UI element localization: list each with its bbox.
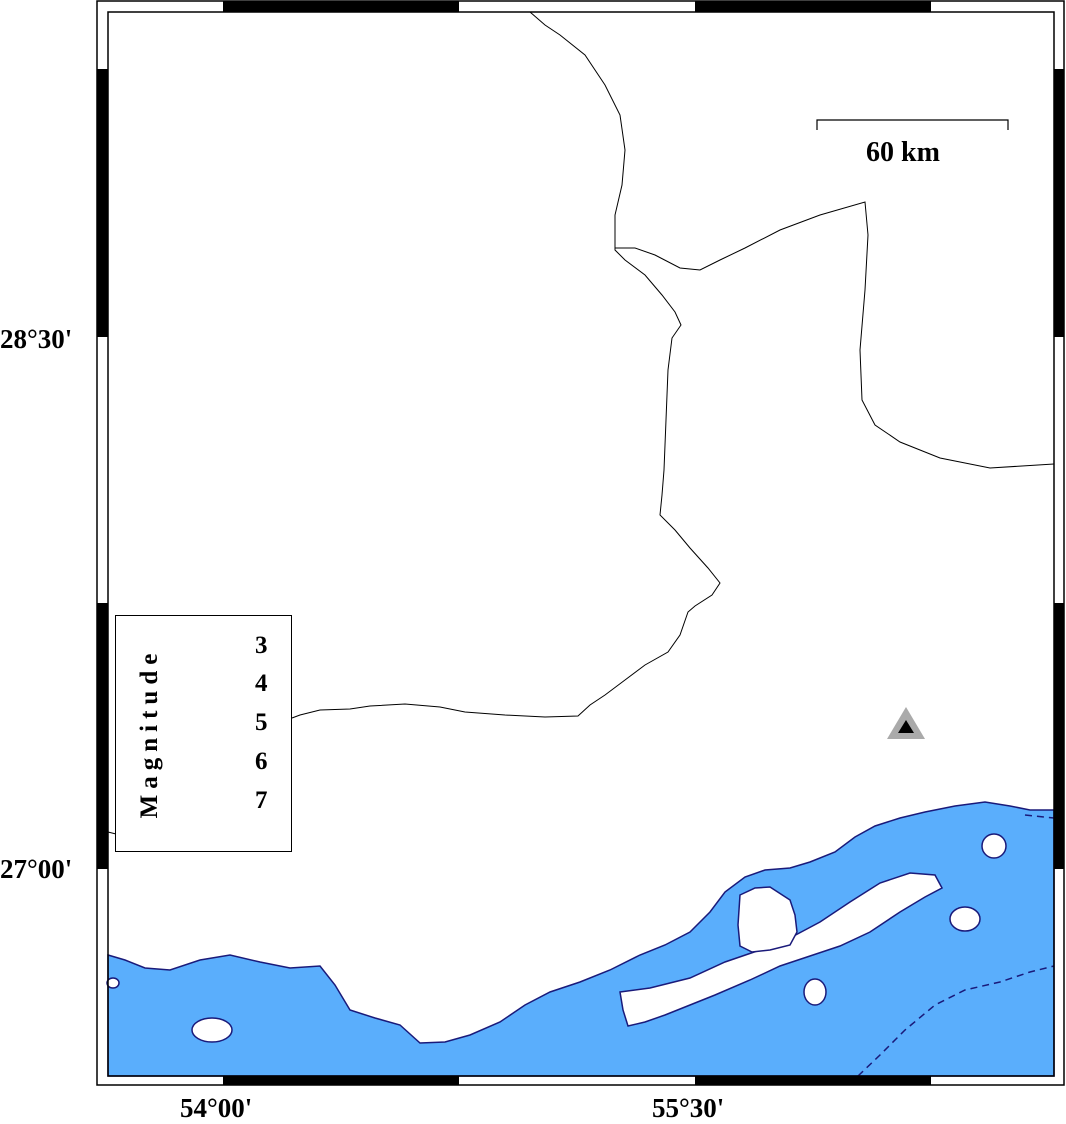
magnitude-legend [115,615,292,852]
legend-value-3: 3 [255,632,268,659]
maritime-boundary-north [1024,814,1055,819]
frame-tick-right-2 [1054,603,1064,869]
frame-tick-bottom-1 [223,1076,459,1085]
map-frame-inner [107,11,1055,1077]
frame-tick-right-1 [1054,69,1064,337]
lat-label-28-30: 28°30' [0,324,73,354]
scale-bar [816,119,1009,130]
legend-value-6: 6 [255,748,268,775]
small-island-1 [191,1017,233,1043]
map-frame-outer [96,0,1065,1086]
scale-bar-label: 60 km [866,137,940,168]
lon-label-54-00: 54°00' [180,1093,253,1123]
small-island-2 [803,978,827,1006]
province-border-west [107,831,117,835]
triangle-station-icon [887,707,925,739]
legend-value-7: 7 [255,787,268,814]
small-island-5 [106,977,120,989]
legend-value-5: 5 [255,709,268,736]
frame-tick-left-1 [97,69,108,337]
province-border-main [291,11,721,719]
lon-label-55-30: 55°30' [652,1093,725,1123]
mangrove-area [737,886,798,953]
small-island-3 [949,906,981,932]
small-island-4 [981,833,1007,859]
sea-area [107,801,1055,1077]
province-border-north [615,201,1055,469]
lat-label-27-00: 27°00' [0,854,73,884]
maritime-boundary [857,965,1055,1077]
frame-tick-top-2 [695,1,931,12]
legend-value-4: 4 [255,670,268,697]
frame-tick-left-2 [97,603,108,869]
legend-title: Magnitude [136,647,163,819]
frame-tick-top-1 [223,1,459,12]
frame-tick-bottom-2 [695,1076,931,1085]
